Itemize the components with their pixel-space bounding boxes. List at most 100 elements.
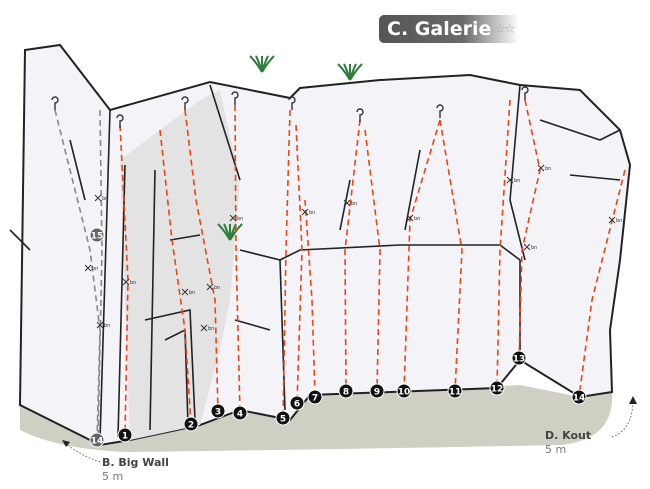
route-line-5 <box>282 109 291 419</box>
bolt-icon <box>84 264 92 272</box>
route-number: 15 <box>91 232 104 242</box>
rock-line <box>509 84 526 261</box>
route-line-3 <box>184 109 219 412</box>
bolt-label: bn <box>616 218 622 224</box>
sector-link-big-wall[interactable]: B. Big Wall 5 m <box>102 456 169 484</box>
ground <box>20 385 613 452</box>
bolt-label: bn <box>92 266 98 272</box>
bolt-icon <box>523 243 531 251</box>
rock-line <box>234 319 271 331</box>
route-number-badge <box>210 403 226 419</box>
bolt-label: bn <box>309 210 315 216</box>
sector-title: C. Galerie <box>387 18 492 40</box>
rock-line <box>99 109 111 441</box>
lower-off-anchor-icon <box>288 96 296 110</box>
rock-line <box>144 309 196 421</box>
lower-off-anchor-icon <box>116 114 124 128</box>
route-number: 14 <box>573 394 586 404</box>
bolt-icon <box>181 288 189 296</box>
route-line-14 <box>97 109 103 441</box>
lower-off-anchor-icon <box>521 86 529 100</box>
bolt-icon <box>122 278 130 286</box>
route-number-badge <box>183 416 199 432</box>
route-number-badge <box>289 395 305 411</box>
rock-line <box>149 169 156 431</box>
route-number-badge <box>571 389 587 405</box>
arrow-to-kout <box>611 401 634 438</box>
arrow-head-icon <box>629 396 637 404</box>
bolt-icon <box>608 216 616 224</box>
rock-line <box>279 244 521 350</box>
route-line-6 <box>295 124 303 404</box>
shaded-dihedral <box>120 90 240 440</box>
rock-wall <box>18 43 632 447</box>
bolt-icon <box>343 199 351 207</box>
lower-off-anchor-icon <box>436 104 444 118</box>
route-number-badge <box>338 383 354 399</box>
bolt-icon <box>506 176 514 184</box>
sector-distance: 5 m <box>545 443 567 456</box>
route-line-12 <box>496 99 511 389</box>
route-number: 2 <box>188 421 194 431</box>
route-line-2 <box>159 129 192 425</box>
bolt-label: bn <box>351 201 357 207</box>
rock-line <box>169 234 201 241</box>
sector-distance: 5 m <box>102 470 124 483</box>
sector-link-kout[interactable]: D. Kout 5 m <box>545 429 591 457</box>
lower-off-anchor-icon <box>51 96 59 110</box>
route-number-badge <box>307 389 323 405</box>
grass-icon <box>349 63 363 81</box>
arrow-head-icon <box>62 440 70 447</box>
route-number-badge <box>117 427 133 443</box>
route-line-13 <box>518 99 541 359</box>
route-line-8 <box>344 119 361 392</box>
rock-line <box>404 149 421 231</box>
grass-icon <box>229 223 243 241</box>
bolt-icon <box>206 283 214 291</box>
route-number: 11 <box>449 388 462 398</box>
bolt-icon <box>301 208 309 216</box>
route-number: 6 <box>294 400 300 410</box>
route-number: 13 <box>513 355 526 365</box>
route-number-badge <box>396 383 412 399</box>
ground-area <box>20 385 613 452</box>
rock-features <box>9 55 621 441</box>
route-number-badge <box>489 380 505 396</box>
route-line-11 <box>439 119 463 392</box>
rock-line <box>69 139 86 201</box>
bolt-label: bn <box>130 280 136 286</box>
lower-off-anchor-icon <box>356 108 364 122</box>
route-number: 4 <box>237 410 243 420</box>
sector-name: D. Kout <box>545 429 592 442</box>
route-number-badge <box>369 383 385 399</box>
lower-off-anchor-icon <box>181 96 189 110</box>
route-number: 12 <box>491 385 504 395</box>
bolt-label: bn <box>189 290 195 296</box>
rock-line <box>9 229 31 251</box>
route-number: 1 <box>122 432 128 442</box>
bolt-icon <box>406 214 414 222</box>
lower-off-anchor-icon <box>231 91 239 105</box>
route-line-7 <box>304 199 316 398</box>
route-number: 10 <box>398 388 411 398</box>
sector-arrows <box>62 396 637 463</box>
bolt-label: bn <box>102 196 108 202</box>
sector-title-badge: C. Galerie ☆☆ <box>379 15 519 43</box>
rock-line <box>539 119 621 141</box>
arrow-to-big-wall <box>65 443 101 463</box>
rock-line <box>209 84 241 181</box>
bolt-label: bn <box>545 166 551 172</box>
route-number: 3 <box>215 408 221 418</box>
bolt-icon <box>200 324 208 332</box>
route-number: 5 <box>280 415 286 425</box>
route-number-badge <box>275 410 291 426</box>
route-line-10 <box>403 119 441 392</box>
bolt-label: bn <box>214 285 220 291</box>
route-number: 8 <box>343 388 349 398</box>
route-number-badge <box>89 432 105 448</box>
bolt-label: bn <box>531 245 537 251</box>
route-number-badge <box>511 350 527 366</box>
bolt-label: bn <box>414 216 420 222</box>
